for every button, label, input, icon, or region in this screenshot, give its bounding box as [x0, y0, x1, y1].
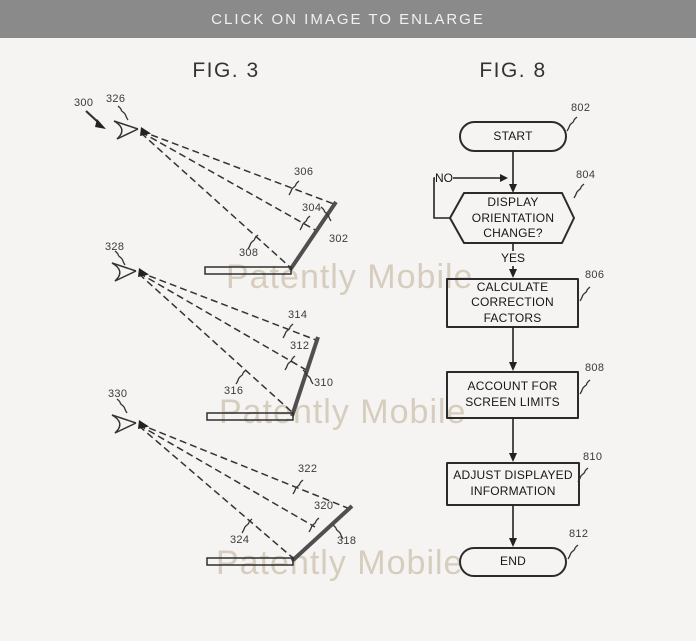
end-shape	[459, 547, 567, 577]
ref-label-316: 316	[224, 385, 244, 397]
yes-edge-label: YES	[501, 251, 526, 265]
device-base	[204, 266, 292, 275]
ref-label-308: 308	[239, 247, 259, 259]
ref-label-806: 806	[585, 269, 605, 281]
flow-node-adjust: ADJUST DISPLAYED INFORMATION	[447, 463, 579, 505]
gaze-origin-arrowhead	[138, 127, 151, 429]
flow-connectors	[433, 151, 514, 539]
ref-label-810: 810	[583, 451, 603, 463]
flow-node-calculate: CALCULATE CORRECTION FACTORS	[447, 279, 578, 327]
watermark-text: Patently Mobile	[219, 393, 467, 431]
ref-label-314: 314	[288, 309, 308, 321]
flow-node-start: START	[460, 122, 566, 151]
enlarge-banner-text: CLICK ON IMAGE TO ENLARGE	[211, 10, 485, 28]
ref-label-318: 318	[337, 535, 357, 547]
ref-label-804: 804	[576, 169, 596, 181]
flow-node-account: ACCOUNT FOR SCREEN LIMITS	[447, 372, 578, 418]
device-screen	[288, 200, 338, 272]
enlarge-banner: CLICK ON IMAGE TO ENLARGE	[0, 0, 696, 38]
ref-label-328: 328	[105, 241, 125, 253]
ref-label-302: 302	[329, 233, 349, 245]
flow-node-start-label: START	[493, 128, 533, 143]
ref-label-802: 802	[571, 102, 591, 114]
ref-label-808: 808	[585, 362, 605, 374]
eye-icon	[111, 262, 137, 282]
flow-node-decision-line: DISPLAY	[487, 195, 539, 210]
ref-label-326: 326	[106, 93, 126, 105]
fig3-drawing	[85, 105, 354, 566]
ref-label-306: 306	[294, 166, 314, 178]
flow-node-account-line: ACCOUNT FOR	[467, 379, 558, 394]
flow-node-adjust-line: INFORMATION	[470, 484, 556, 498]
eye-icon	[111, 414, 137, 434]
flow-node-calculate-line: FACTORS	[483, 310, 542, 325]
decision-shape	[449, 192, 575, 244]
eye-icon	[113, 120, 139, 140]
fig8-drawing	[433, 116, 591, 577]
ref-label-304: 304	[302, 202, 322, 214]
device-base	[206, 412, 294, 421]
device-base	[206, 557, 294, 566]
gaze-lines	[138, 130, 351, 559]
flow-arrowheads	[500, 174, 517, 547]
no-edge-label: NO	[435, 171, 453, 185]
flow-node-decision: DISPLAY ORIENTATION CHANGE?	[452, 194, 574, 243]
ref-label-322: 322	[298, 463, 318, 475]
ref-label-320: 320	[314, 500, 334, 512]
ref-label-312: 312	[290, 340, 310, 352]
ref-lead-arrow	[85, 110, 106, 129]
watermark-text: Patently Mobile	[226, 258, 474, 296]
flow-node-end-label: END	[500, 554, 526, 569]
flow-node-adjust-line: ADJUST DISPLAYED	[453, 468, 573, 483]
flow-node-account-line: SCREEN LIMITS	[465, 395, 560, 409]
ref-label-812: 812	[569, 528, 589, 540]
flow-node-end: END	[460, 548, 566, 576]
device-screen	[290, 504, 354, 563]
ref-label-310: 310	[314, 377, 334, 389]
ref-label-330: 330	[108, 388, 128, 400]
ref-label-324: 324	[230, 534, 250, 546]
ref-label-300: 300	[74, 97, 94, 109]
flow-node-calculate-line: CORRECTION	[471, 295, 554, 310]
flow-node-calculate-line: CALCULATE	[476, 279, 549, 294]
fig8-title: FIG. 8	[479, 59, 547, 82]
flow-node-decision-line: ORIENTATION	[471, 210, 555, 225]
device-screen	[290, 336, 320, 417]
fig3-title: FIG. 3	[192, 59, 260, 82]
watermark-text: Patently Mobile	[216, 544, 464, 582]
flow-node-decision-line: CHANGE?	[483, 226, 543, 241]
